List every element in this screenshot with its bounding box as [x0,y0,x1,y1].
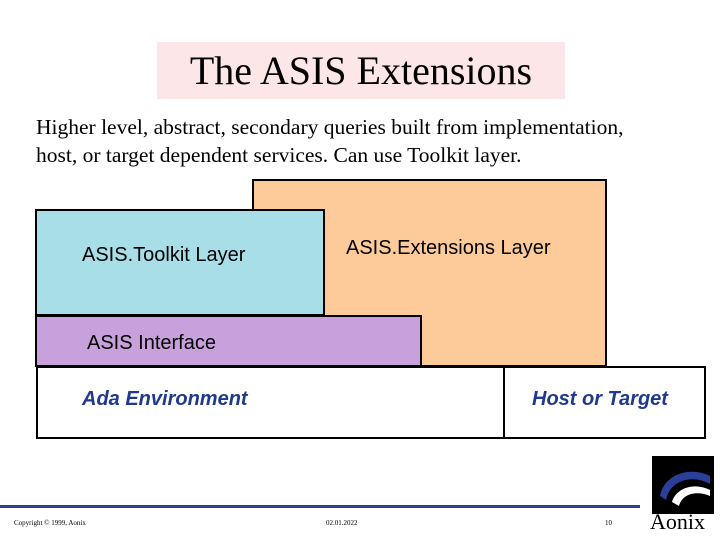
host-or-target-box [503,366,706,439]
slide-title: The ASIS Extensions [157,42,565,99]
footer-date: 02.01.2022 [326,519,358,527]
ada-environment-box [36,366,506,439]
host-or-target-label: Host or Target [532,388,668,410]
slide-subtitle: Higher level, abstract, secondary querie… [36,113,706,169]
asis-interface-label: ASIS Interface [87,332,216,354]
asis-interface-box [35,315,422,367]
subtitle-line-2: host, or target dependent services. Can … [36,143,522,167]
aonix-logo-icon [652,456,714,514]
extensions-layer-label: ASIS.Extensions Layer [346,237,551,259]
copyright-text: Copyright © 1999, Aonix [14,519,86,527]
toolkit-layer-box [35,209,325,316]
toolkit-layer-label: ASIS.Toolkit Layer [82,244,246,266]
aonix-brand-text: Aonix [650,509,705,534]
ada-environment-label: Ada Environment [82,388,248,410]
footer-divider [0,505,640,508]
subtitle-line-1: Higher level, abstract, secondary querie… [36,115,624,139]
page-number: 10 [605,519,612,527]
